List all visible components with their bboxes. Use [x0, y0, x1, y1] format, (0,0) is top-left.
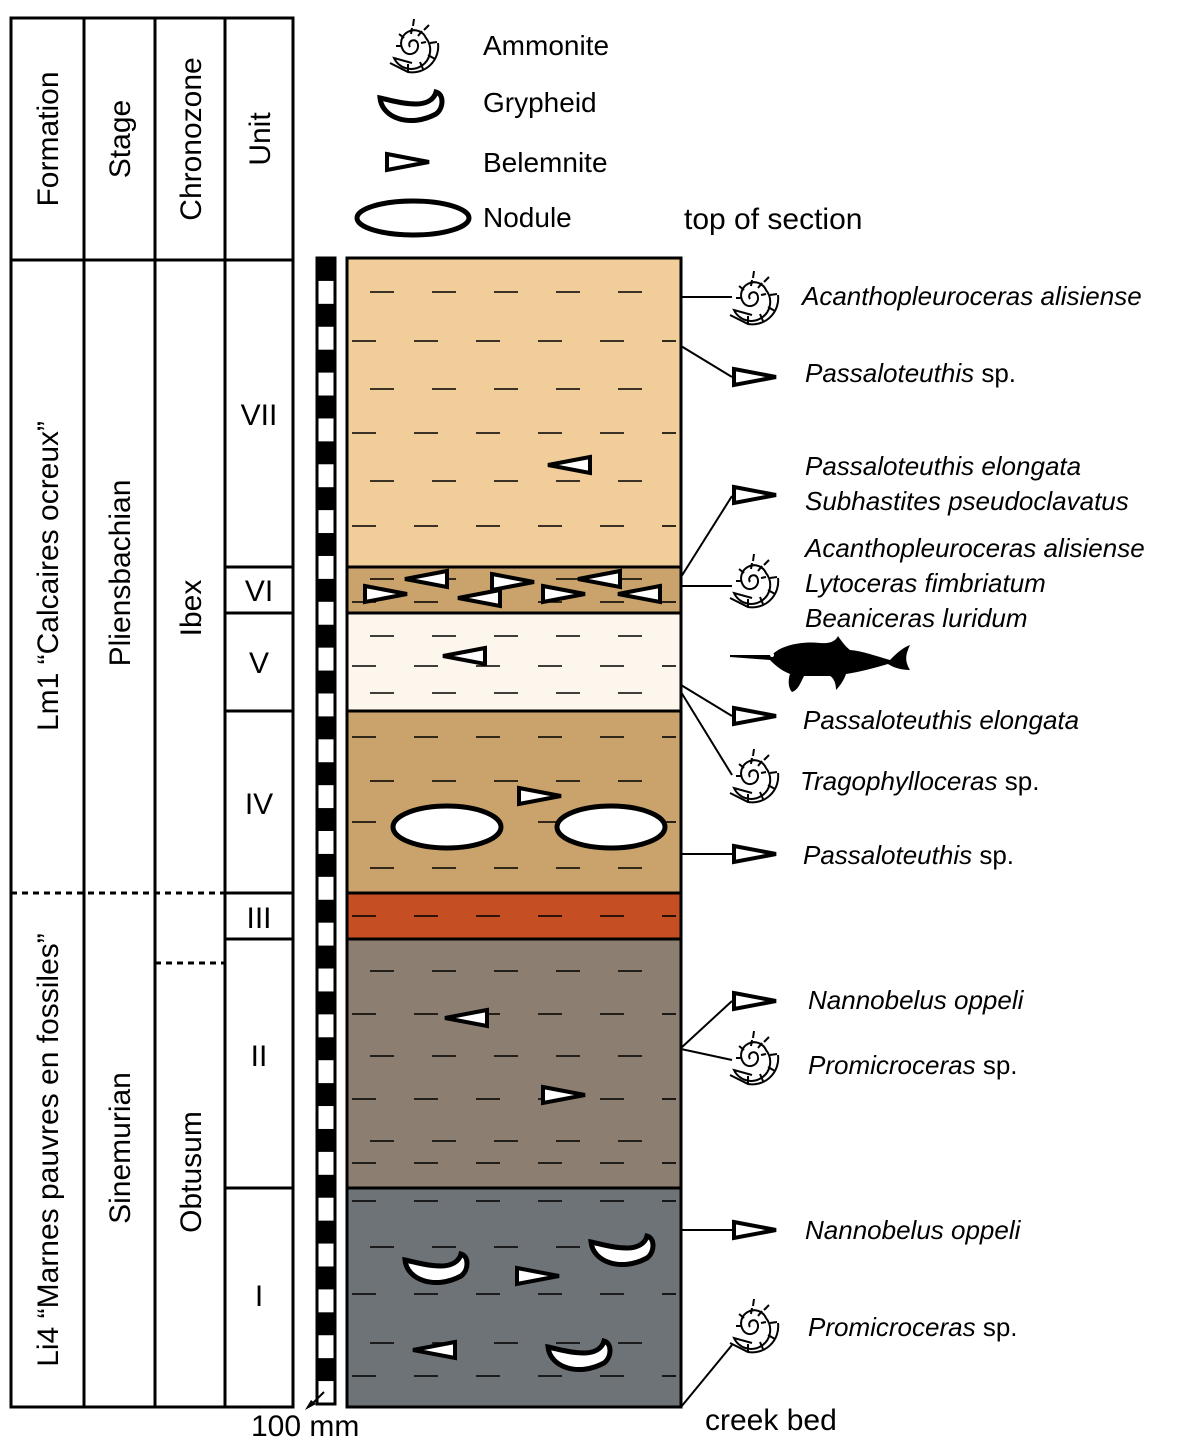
fossil-label: Promicroceras sp.: [808, 1312, 1018, 1342]
nodule-icon: [357, 201, 469, 235]
legend-nodule: Nodule: [483, 202, 572, 233]
stage-header: Stage: [104, 100, 137, 178]
fossil-label: Subhastites pseudoclavatus: [805, 486, 1129, 516]
stage-lower: Sinemurian: [104, 1072, 137, 1224]
belemnite-icon: [734, 846, 776, 862]
unit-label: III: [246, 902, 271, 935]
belemnite-icon: [734, 708, 776, 724]
unit-label: II: [251, 1040, 268, 1073]
legend-belemnite: Belemnite: [483, 147, 608, 178]
fossil-label: Passaloteuthis elongata: [803, 705, 1079, 735]
fossil-label: Lytoceras fimbriatum: [805, 568, 1046, 598]
ammonite-icon: [730, 1031, 778, 1084]
belemnite-icon: [734, 1222, 776, 1238]
chronozone-header: Chronozone: [175, 57, 208, 220]
fossil-label: Passaloteuthis elongata: [805, 451, 1081, 481]
belemnite-icon: [734, 369, 776, 385]
unit-label: VI: [245, 575, 273, 608]
fossil-label: Acanthopleuroceras alisiense: [803, 533, 1145, 563]
unit-header: Unit: [244, 112, 277, 166]
fossil-label: Nannobelus oppeli: [808, 985, 1025, 1015]
formation-header: Formation: [32, 71, 65, 206]
unit-III-layer: [347, 893, 681, 939]
scale-bar: [317, 258, 335, 1404]
ichthyosaur-icon: [730, 636, 910, 692]
fossil-label: Passaloteuthis sp.: [805, 358, 1016, 388]
chronozone-upper: Ibex: [175, 580, 208, 637]
fossil-label: Acanthopleuroceras alisiense: [800, 281, 1142, 311]
legend-ammonite: Ammonite: [483, 30, 609, 61]
legend-grypheid: Grypheid: [483, 87, 597, 118]
unit-label: I: [255, 1280, 263, 1313]
nodule-icon: [393, 806, 501, 848]
fossil-callouts: Acanthopleuroceras alisiense Passaloteut…: [681, 271, 1145, 1407]
creek-bed-label: creek bed: [705, 1404, 837, 1437]
unit-IV-layer: [347, 711, 681, 893]
ammonite-icon: [730, 1299, 778, 1352]
fossil-label: Nannobelus oppeli: [805, 1215, 1022, 1245]
formation-upper: Lm1 “Calcaires ocreux”: [32, 421, 65, 731]
unit-I-layer: [347, 1188, 681, 1407]
belemnite-icon: [387, 154, 429, 170]
ammonite-icon: [390, 19, 438, 72]
top-of-section-label: top of section: [684, 203, 862, 236]
grypheid-icon: [380, 92, 442, 121]
stage-upper: Pliensbachian: [104, 480, 137, 667]
unit-V-layer: [347, 613, 681, 711]
fossil-label: Promicroceras sp.: [808, 1050, 1018, 1080]
scale-label: 100 mm: [251, 1410, 359, 1442]
legend: Ammonite Grypheid Belemnite Nodule: [357, 19, 609, 235]
unit-II-layer: [347, 939, 681, 1188]
fossil-label: Tragophylloceras sp.: [800, 766, 1039, 796]
belemnite-icon: [734, 487, 776, 503]
unit-label: VII: [241, 399, 278, 432]
unit-label: IV: [245, 788, 273, 821]
unit-VII-layer: [347, 258, 681, 567]
formation-lower: Li4 “Marnes pauvres en fossiles”: [32, 933, 65, 1367]
fossil-label: Beaniceras luridum: [805, 603, 1028, 633]
nodule-icon: [557, 806, 665, 848]
ammonite-icon: [730, 271, 778, 324]
fossil-label: Passaloteuthis sp.: [803, 840, 1014, 870]
chronozone-lower: Obtusum: [175, 1111, 208, 1233]
ammonite-icon: [730, 749, 778, 802]
unit-label: V: [249, 647, 269, 680]
belemnite-icon: [734, 993, 776, 1009]
stratigraphy-table: Formation Stage Chronozone Unit Lm1 “Cal…: [11, 18, 293, 1407]
ammonite-icon: [730, 554, 778, 607]
